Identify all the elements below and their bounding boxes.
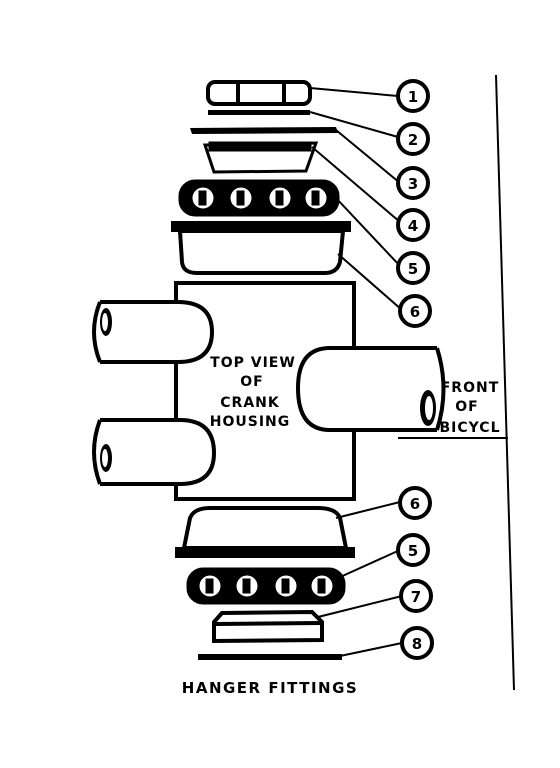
part-3-cone-flange <box>190 127 338 134</box>
housing-label-line-2: OF <box>240 374 263 390</box>
part-6-bearing-cup-bottom <box>175 506 355 558</box>
diagram-caption: HANGER FITTINGS <box>182 679 358 697</box>
callout-2-label: 2 <box>408 131 418 149</box>
callout-4: 4 <box>396 208 430 242</box>
part-8-washer <box>198 654 342 660</box>
part-1-locknut <box>206 80 312 106</box>
callout-5-top-label: 5 <box>408 260 418 278</box>
callout-6-bottom-label: 6 <box>410 495 420 513</box>
callout-1: 1 <box>396 79 430 113</box>
housing-label-line-3: CRANK <box>220 395 280 411</box>
callouts: 1 2 3 4 5 6 6 5 <box>396 79 434 660</box>
front-label-line-3: BICYCL <box>440 420 501 436</box>
front-label-line-2: OF <box>455 399 478 415</box>
housing-label-line-4: HOUSING <box>210 414 291 430</box>
callout-5-top: 5 <box>396 251 430 285</box>
tube-upper-left <box>92 300 215 364</box>
callout-7-label: 7 <box>411 588 421 606</box>
callout-4-label: 4 <box>408 217 418 235</box>
callout-5-bottom: 5 <box>396 533 430 567</box>
callout-8: 8 <box>400 626 434 660</box>
part-5-ball-retainer-bottom <box>186 567 346 605</box>
callout-7: 7 <box>399 579 433 613</box>
callout-6-top-label: 6 <box>410 303 420 321</box>
front-label: FRONT OF BICYCL <box>440 380 501 436</box>
part-2-washer <box>208 110 310 115</box>
part-6-bearing-cup-top <box>171 221 351 275</box>
part-4-adjusting-cone <box>202 141 319 174</box>
callout-8-label: 8 <box>412 635 422 653</box>
callout-1-label: 1 <box>408 88 418 106</box>
front-label-line-1: FRONT <box>441 380 500 396</box>
margin-line <box>495 74 515 691</box>
housing-label-line-1: TOP VIEW <box>210 355 296 371</box>
housing-label: TOP VIEW OF CRANK HOUSING <box>210 355 296 430</box>
callout-3: 3 <box>396 166 430 200</box>
leader-lines <box>309 87 403 657</box>
callout-6-bottom: 6 <box>398 486 432 520</box>
callout-3-label: 3 <box>408 175 418 193</box>
part-5-ball-retainer-top <box>178 179 340 217</box>
callout-5-bottom-label: 5 <box>408 542 418 560</box>
callout-2: 2 <box>396 122 430 156</box>
tube-right <box>295 346 446 432</box>
tube-lower-left <box>92 418 217 486</box>
callout-6-top: 6 <box>398 294 432 328</box>
part-7-fixed-cone <box>212 609 324 644</box>
